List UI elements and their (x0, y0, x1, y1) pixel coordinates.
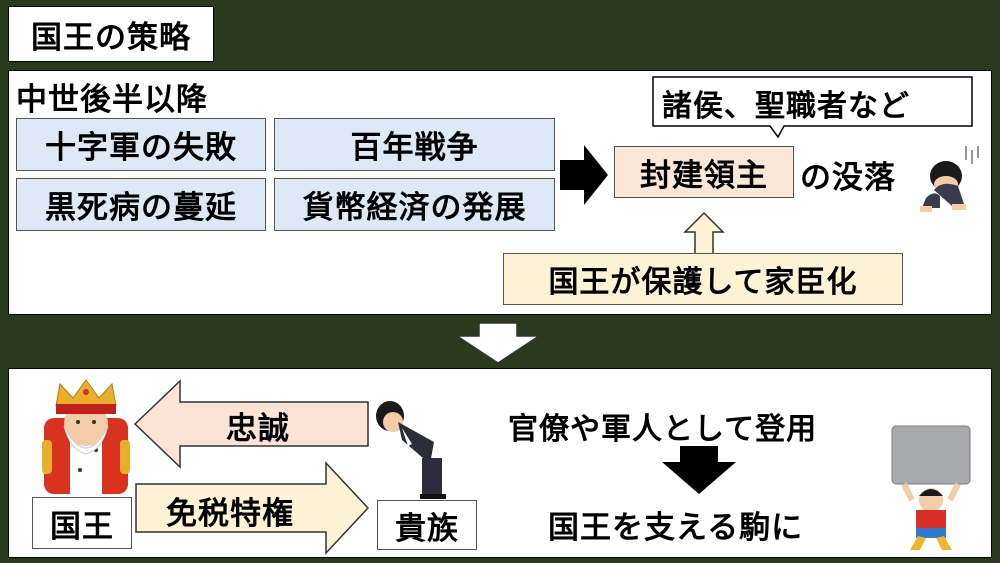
nobles-box: 貴族 (377, 500, 477, 550)
bowing-noble-icon (376, 401, 446, 499)
lifting-person-icon (891, 425, 971, 550)
speech-text: 諸侯、聖職者など (662, 89, 910, 124)
despair-person-icon (920, 146, 979, 212)
cause-crusades: 十字軍の失敗 (16, 118, 266, 171)
tax-exemption-text: 免税特権 (166, 496, 294, 532)
tax-exemption-arrow-icon (135, 461, 370, 555)
loyalty-arrow-icon (133, 379, 369, 469)
period-heading: 中世後半以降 (16, 82, 208, 118)
cause-black-death: 黒死病の蔓延 (16, 178, 266, 231)
arrow-right-icon (560, 145, 608, 205)
king-icon (42, 379, 130, 494)
protection-box: 国王が保護して家臣化 (503, 253, 903, 305)
appointment-text: 官僚や軍人として登用 (508, 412, 818, 447)
cause-money-economy: 貨幣経済の発展 (274, 178, 555, 231)
loyalty-text: 忠誠 (226, 411, 290, 447)
arrow-down-icon (454, 322, 542, 364)
cause-hundred-years-war: 百年戦争 (274, 118, 555, 171)
feudal-lord-box: 封建領主 (614, 146, 794, 198)
page-title: 国王の策略 (8, 6, 214, 62)
king-box: 国王 (32, 497, 132, 549)
arrow-up-icon (683, 211, 725, 256)
result-text: 国王を支える駒に (548, 510, 804, 546)
speech-bubble (652, 76, 973, 139)
decline-text: の没落 (800, 160, 896, 196)
arrow-down-black-icon (662, 446, 736, 494)
